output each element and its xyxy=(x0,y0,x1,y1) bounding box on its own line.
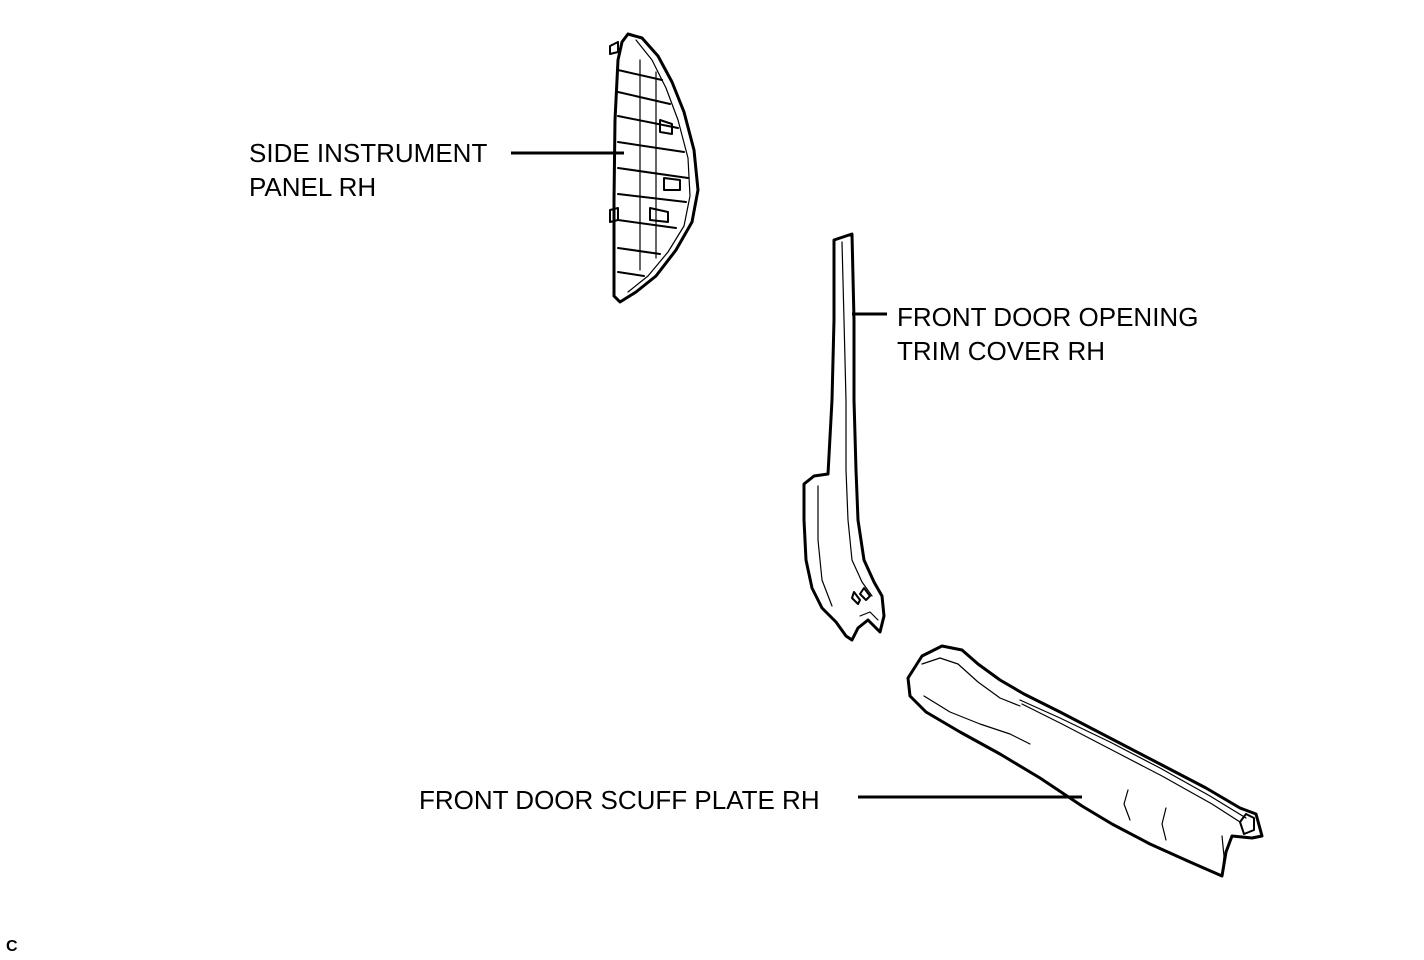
front-door-opening-trim-label: FRONT DOOR OPENING TRIM COVER RH xyxy=(897,300,1198,368)
side-instrument-panel-label: SIDE INSTRUMENT PANEL RH xyxy=(249,136,487,204)
side-instrument-panel-label-line1: SIDE INSTRUMENT xyxy=(249,138,488,168)
front-door-opening-trim-label-line1: FRONT DOOR OPENING xyxy=(897,302,1199,332)
side-instrument-panel-part xyxy=(609,32,700,304)
corner-code: C xyxy=(6,938,18,955)
front-door-opening-trim-label-line2: TRIM COVER RH xyxy=(897,336,1105,366)
front-door-opening-trim-cover-part xyxy=(802,232,886,642)
side-instrument-panel-label-line2: PANEL RH xyxy=(249,172,377,202)
front-door-scuff-plate-part xyxy=(906,644,1264,878)
front-door-scuff-plate-label-text: FRONT DOOR SCUFF PLATE RH xyxy=(419,785,820,815)
front-door-scuff-plate-label: FRONT DOOR SCUFF PLATE RH xyxy=(419,783,820,817)
